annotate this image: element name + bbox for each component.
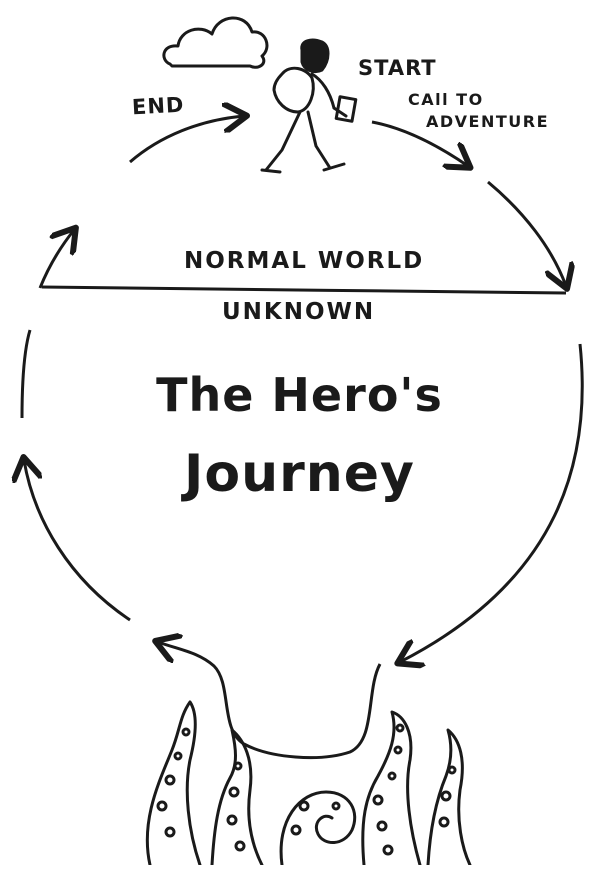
left-arc-lower bbox=[24, 460, 131, 622]
threshold-line bbox=[41, 285, 567, 295]
left-arc-upper bbox=[20, 329, 32, 419]
abyss-path bbox=[158, 642, 382, 760]
start-label: START bbox=[358, 56, 437, 80]
diagram-title-line2: Journey bbox=[184, 444, 415, 504]
hiker-icon bbox=[260, 38, 358, 174]
call-arrow bbox=[371, 120, 468, 166]
normal-world-label: NORMAL WORLD bbox=[184, 248, 425, 274]
cloud-icon bbox=[162, 16, 269, 69]
unknown-label: UNKNOWN bbox=[222, 299, 376, 325]
call-label-line2: ADVENTURE bbox=[426, 112, 550, 131]
right-arc bbox=[400, 343, 584, 662]
tentacles-icon bbox=[145, 700, 472, 867]
call-label-line1: CAll TO bbox=[408, 90, 484, 109]
descent-arrow bbox=[487, 180, 566, 286]
return-arrow bbox=[38, 230, 74, 289]
end-arrow bbox=[129, 116, 244, 164]
end-label: END bbox=[131, 92, 185, 120]
diagram-title-line1: The Hero's bbox=[156, 368, 443, 422]
